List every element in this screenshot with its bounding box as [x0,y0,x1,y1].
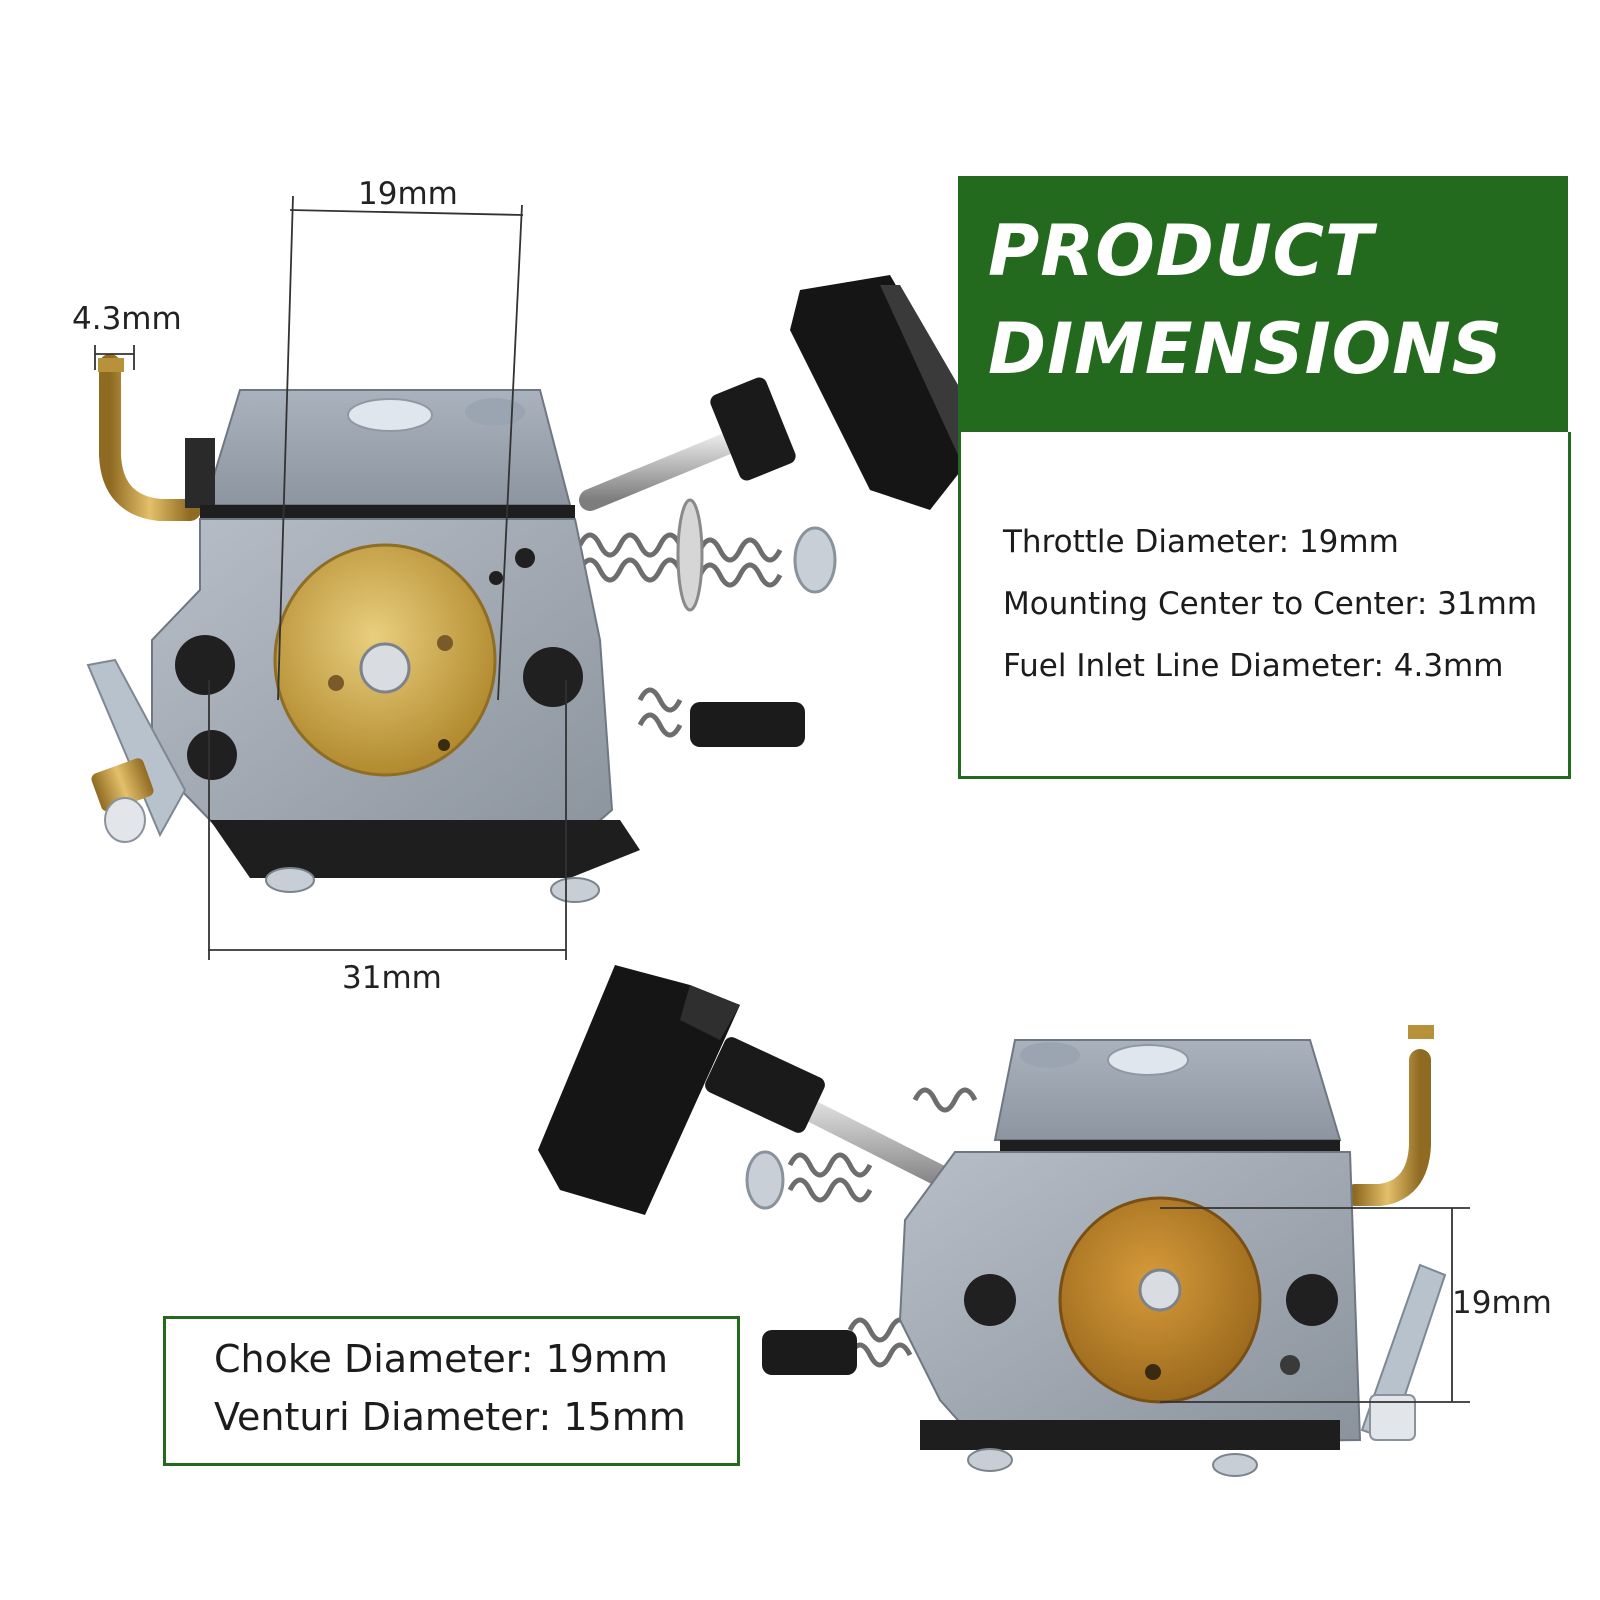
spec-choke-diameter: Choke Diameter: 19mm [214,1337,668,1381]
fuel-inlet-dimension-label: 4.3mm [72,301,182,337]
product-dimensions-banner: PRODUCT DIMENSIONS [958,176,1568,432]
spec-fuel-inlet: Fuel Inlet Line Diameter: 4.3mm [1003,648,1504,684]
mounting-dimension-label: 31mm [342,960,442,996]
choke-spec-box: Choke Diameter: 19mm Venturi Diameter: 1… [163,1316,740,1466]
dimension-lines-top [94,195,567,960]
banner-title-line-1: PRODUCT [988,210,1374,292]
carburetor-front-view [86,275,990,903]
spec-throttle-diameter: Throttle Diameter: 19mm [1003,524,1399,560]
dimension-lines-bottom [1160,1207,1470,1403]
spec-venturi-diameter: Venturi Diameter: 15mm [214,1395,686,1439]
spec-list-box: Throttle Diameter: 19mm Mounting Center … [958,432,1571,779]
carburetor-rear-view [538,965,1447,1477]
banner-title-line-2: DIMENSIONS [988,308,1504,390]
spec-mounting-center: Mounting Center to Center: 31mm [1003,586,1538,622]
choke-dimension-label: 19mm [1452,1285,1552,1321]
throttle-dimension-label: 19mm [358,176,458,212]
